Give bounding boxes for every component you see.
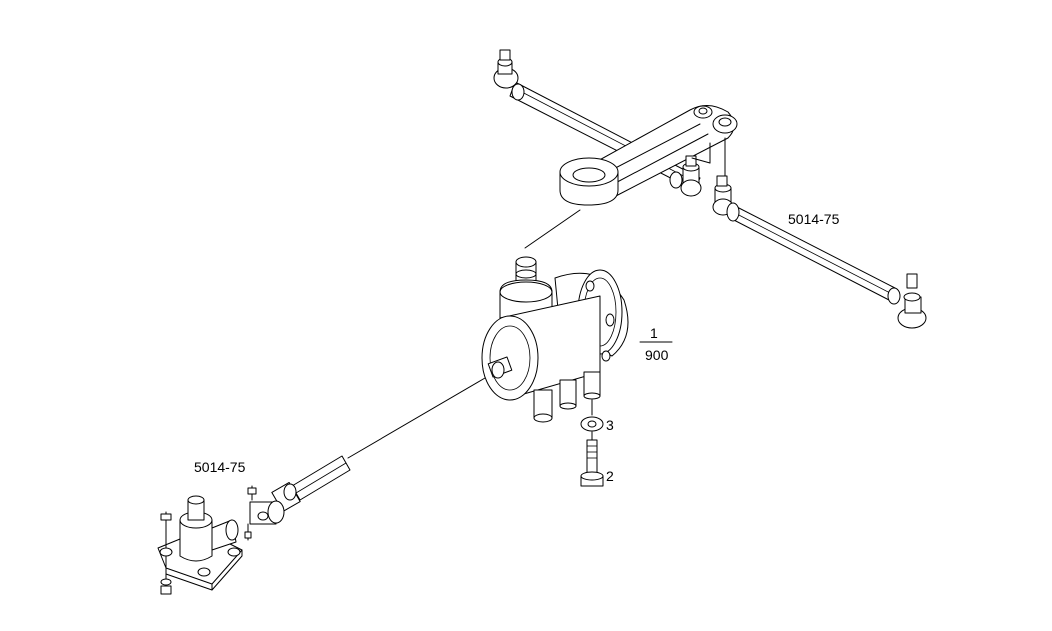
arm-to-box-leader	[524, 209, 581, 249]
steering-linkage	[493, 49, 927, 329]
arm-ball-joint-2	[712, 137, 734, 216]
arm-ball-joint-1	[680, 142, 711, 197]
steering-gear-box	[481, 256, 629, 423]
callout-washer[interactable]: 3	[606, 417, 614, 433]
washer-part	[580, 399, 604, 441]
tie-rod-ref-label: 5014-75	[788, 211, 840, 227]
steering-box-number-label: 1	[650, 325, 658, 341]
shaft-ref-label: 5014-75	[194, 459, 246, 475]
steering-box-denominator-label: 900	[645, 347, 669, 363]
callout-bolt[interactable]: 2	[606, 468, 614, 484]
bolt-number-label: 2	[606, 468, 614, 484]
pitman-arm-boss	[559, 157, 619, 206]
lower-rod-right-ball-joint	[887, 273, 927, 329]
intermediate-steering-shaft	[244, 377, 486, 541]
upper-rod-left-ball-joint	[493, 49, 525, 101]
callout-shaft-ref[interactable]: 5014-75	[194, 459, 246, 475]
column-bracket	[157, 495, 243, 595]
bolt-part	[580, 439, 604, 487]
washer-number-label: 3	[606, 417, 614, 433]
callout-steering-box[interactable]: 1 900	[639, 325, 673, 363]
callout-tie-rod-ref[interactable]: 5014-75	[788, 211, 840, 227]
